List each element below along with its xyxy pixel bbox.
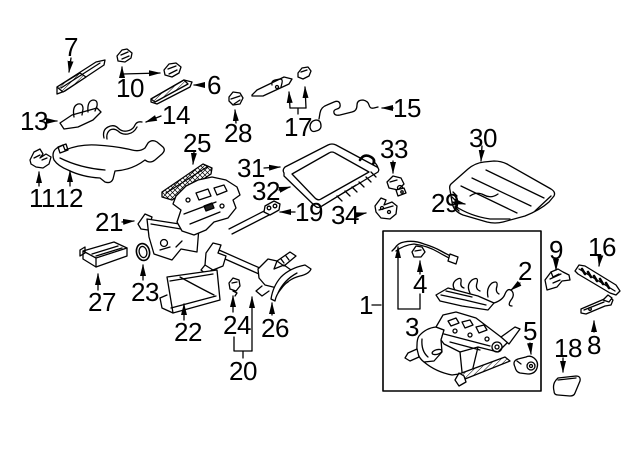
callout-7: 7	[64, 32, 78, 62]
part-33-art	[386, 160, 407, 197]
part-19-art	[172, 176, 296, 236]
callout-21: 21	[95, 207, 123, 237]
part-26-art	[269, 264, 312, 316]
callout-12: 12	[55, 183, 83, 213]
callout-16: 16	[588, 232, 616, 262]
callout-28: 28	[224, 118, 252, 148]
part-34-art	[354, 197, 398, 220]
part-23-art	[135, 242, 151, 281]
callout-19: 19	[295, 197, 323, 227]
part-9-art	[544, 259, 571, 291]
part-20-leader	[233, 296, 255, 359]
part-2-art	[435, 277, 522, 311]
callout-9: 9	[549, 235, 563, 265]
callout-25: 25	[183, 128, 211, 158]
callout-3: 3	[405, 312, 419, 342]
part-25-art	[161, 151, 213, 201]
callout-33: 33	[380, 134, 408, 164]
seat-track-frame-art	[404, 311, 521, 387]
callout-17: 17	[284, 112, 312, 142]
part-13-art	[46, 99, 102, 130]
part-14-art	[102, 115, 162, 140]
part-8-art	[580, 294, 614, 333]
part-12-art	[52, 140, 165, 187]
part-7-art	[56, 57, 106, 95]
callout-13: 13	[20, 106, 48, 136]
part-28-art	[228, 91, 244, 124]
callout-5: 5	[523, 316, 537, 346]
callout-15: 15	[393, 93, 421, 123]
part-16-art	[574, 254, 621, 296]
part-24-art	[228, 277, 241, 313]
part-22-art	[159, 269, 221, 321]
part-30-art	[449, 145, 556, 224]
callout-26: 26	[261, 313, 289, 343]
callout-34: 34	[331, 200, 359, 230]
callout-22: 22	[174, 317, 202, 347]
callout-14: 14	[162, 100, 190, 130]
callout-4: 4	[413, 269, 427, 299]
callout-8: 8	[587, 330, 601, 360]
part-10-art	[116, 48, 182, 78]
part-27-art	[79, 241, 128, 291]
part-15-art	[309, 99, 394, 133]
part-6-art	[150, 79, 205, 105]
callout-11: 11	[29, 183, 56, 213]
callout-24: 24	[223, 310, 251, 340]
part-11-art	[29, 148, 52, 187]
callout-32: 32	[252, 176, 280, 206]
callout-30: 30	[469, 123, 497, 153]
callout-2: 2	[518, 256, 532, 286]
callout-6: 6	[207, 70, 221, 100]
callout-1: 1	[359, 290, 373, 320]
callout-20: 20	[229, 356, 257, 386]
callout-23: 23	[131, 277, 159, 307]
callout-18: 18	[554, 333, 582, 363]
part-3-4-art	[391, 240, 459, 310]
part-18-art	[552, 357, 581, 397]
part-17-art	[251, 66, 312, 115]
callout-10: 10	[116, 73, 144, 103]
assembly-group-box	[371, 230, 542, 392]
callout-31: 31	[237, 153, 265, 183]
callout-27: 27	[88, 287, 116, 317]
callout-29: 29	[431, 188, 459, 218]
part-5-art	[513, 342, 539, 375]
part-31-32-art	[263, 143, 380, 209]
